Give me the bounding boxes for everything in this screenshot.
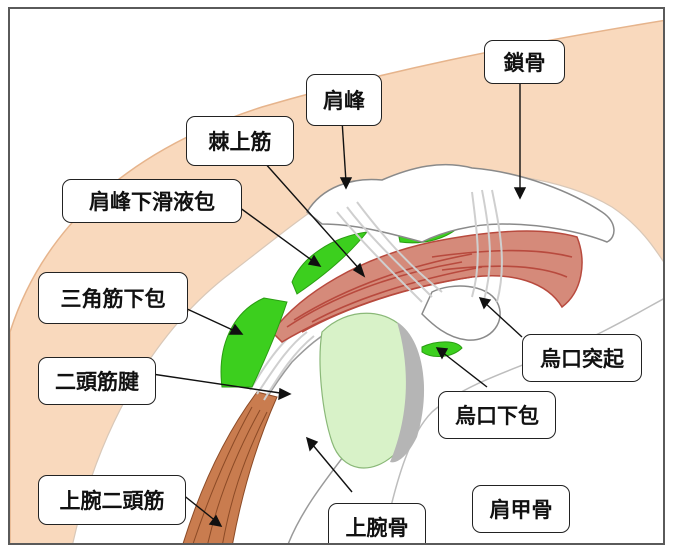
label-subcoracoid-bursa: 烏口下包 [438, 391, 556, 439]
label-subacromial-bursa: 肩峰下滑液包 [62, 179, 242, 223]
label-subdeltoid-bursa: 三角筋下包 [38, 272, 188, 324]
subdeltoid-bursa [220, 297, 288, 388]
label-biceps-muscle: 上腕二頭筋 [38, 475, 186, 525]
acromion-clavicle-bone [306, 163, 615, 243]
label-scapula: 肩甲骨 [472, 485, 570, 533]
label-biceps-tendon: 二頭筋腱 [38, 357, 156, 405]
label-supraspinatus: 棘上筋 [186, 116, 294, 166]
label-humerus: 上腕骨 [328, 503, 426, 543]
glenoid-gray [390, 322, 425, 463]
label-acromion: 肩峰 [306, 74, 382, 126]
pointer-arrows [151, 84, 527, 527]
label-clavicle: 鎖骨 [484, 40, 565, 84]
diagram-frame: 鎖骨 肩峰 棘上筋 肩峰下滑液包 三角筋下包 二頭筋腱 烏口突起 烏口下包 上腕… [8, 7, 665, 545]
label-coracoid-process: 烏口突起 [522, 334, 642, 382]
